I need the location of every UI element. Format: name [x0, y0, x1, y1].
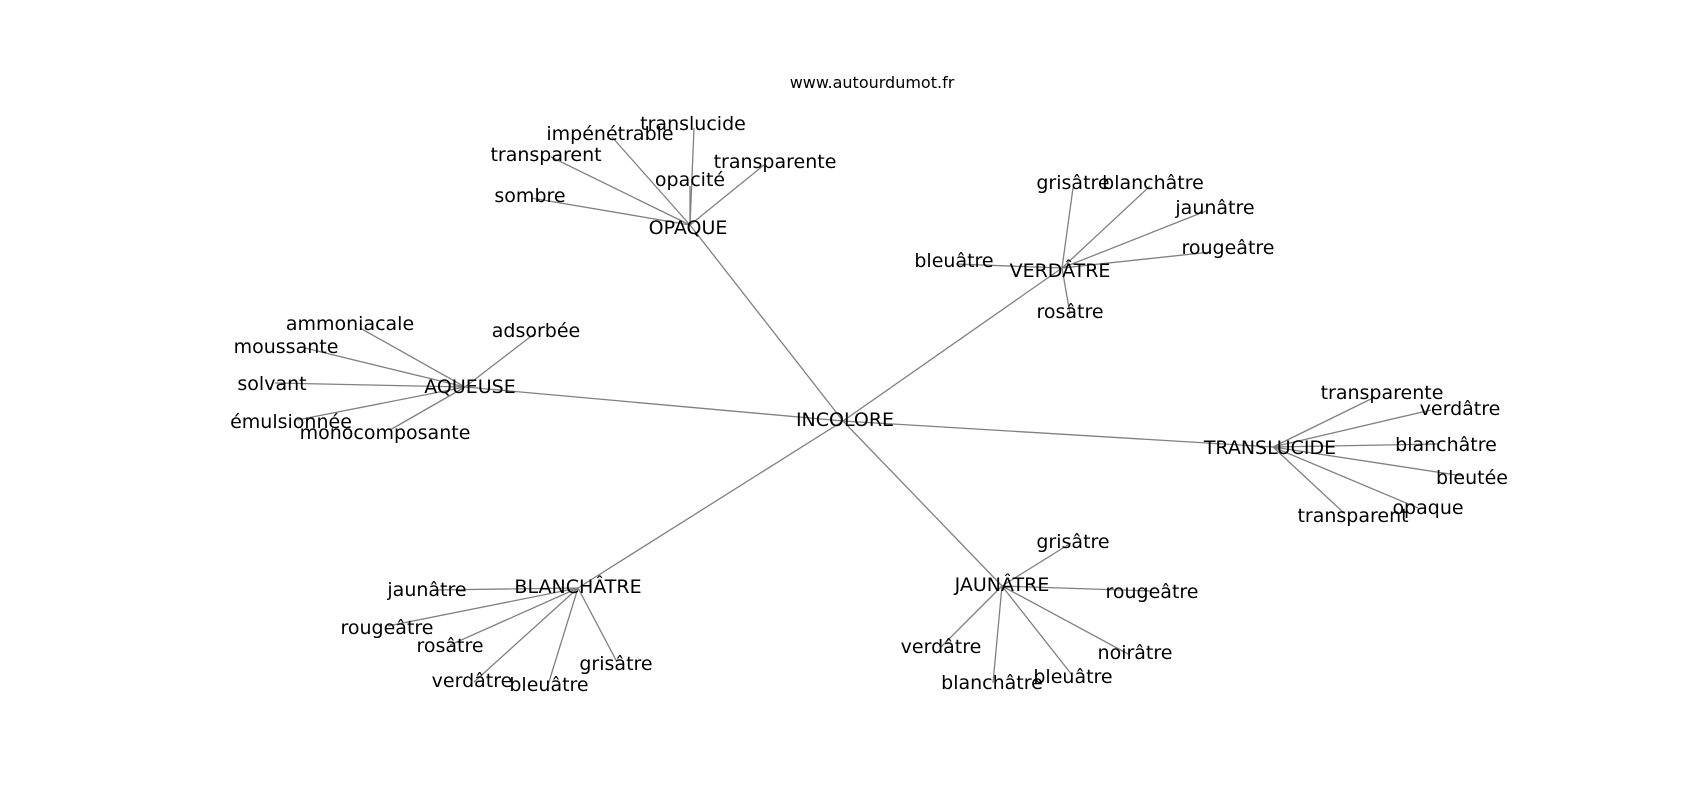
cluster-label: VERDÂTRE: [1010, 259, 1111, 282]
leaf-label: blanchâtre: [941, 672, 1043, 694]
leaf-label: émulsionnée: [230, 411, 352, 433]
graph-edge: [689, 127, 695, 226]
cluster-label: TRANSLUCIDE: [1203, 437, 1336, 459]
graph-edge: [689, 164, 765, 226]
graph-edge: [1001, 585, 1073, 676]
graph-edge: [473, 587, 579, 683]
graph-edge: [689, 224, 844, 422]
root-node-label: INCOLORE: [796, 409, 894, 431]
leaf-label: transparente: [1321, 382, 1444, 404]
leaf-label: rosâtre: [416, 635, 483, 657]
leaf-label: rosâtre: [1036, 301, 1103, 323]
leaf-label: solvant: [237, 373, 306, 395]
graph-edge: [1001, 585, 1131, 656]
graph-edge: [1001, 585, 1153, 592]
graph-edge: [611, 136, 691, 226]
graph-edge: [955, 263, 1063, 269]
graph-edge: [432, 587, 579, 591]
leaf-label: translucide: [640, 113, 746, 135]
cluster-label: JAUNÂTRE: [954, 573, 1050, 596]
graph-edge: [992, 585, 1003, 684]
graph-edge: [1272, 409, 1432, 448]
leaf-label: adsorbée: [492, 320, 580, 342]
leaf-label: transparent: [1297, 505, 1408, 527]
leaf-label: blanchâtre: [1102, 172, 1204, 194]
graph-edge: [464, 333, 535, 388]
graph-edge: [1001, 542, 1072, 587]
cluster-jaunatre: JAUNÂTRE grisâtre rougeâtre verdâtre bla…: [901, 531, 1199, 694]
cluster-label: OPAQUE: [649, 217, 728, 239]
graph-edge: [577, 587, 618, 663]
leaf-label: grisâtre: [579, 653, 652, 675]
graph-edge: [842, 267, 1063, 422]
leaf-label: moussante: [234, 336, 339, 358]
graph-edge: [1061, 187, 1074, 269]
graph-edge: [1061, 185, 1151, 269]
leaf-label: opaque: [1392, 497, 1463, 519]
cluster-label: AQUEUSE: [424, 376, 516, 398]
graph-edge: [1272, 443, 1439, 448]
graph-edge: [274, 382, 466, 388]
leaf-label: bleuâtre: [1033, 666, 1112, 688]
leaf-label: transparent: [490, 144, 601, 166]
cluster-aqueuse: AQUEUSE ammoniacale moussante solvant ém…: [230, 313, 580, 444]
cluster-translucide: TRANSLUCIDE transparente verdâtre blanch…: [1203, 382, 1508, 527]
cluster-verdatre: VERDÂTRE grisâtre blanchâtre jaunâtre ro…: [914, 172, 1274, 323]
cluster-opaque: OPAQUE sombre transparent impénétrable t…: [490, 113, 836, 239]
graph-edge: [389, 386, 466, 431]
graph-edge: [577, 420, 844, 589]
graph-edge: [1061, 267, 1071, 315]
cluster-label: BLANCHÂTRE: [514, 575, 641, 598]
graph-edge: [547, 587, 579, 686]
leaf-label: noirâtre: [1098, 642, 1173, 664]
graph-edge: [387, 587, 579, 627]
leaf-label: rougeâtre: [1182, 237, 1275, 259]
source-site-label: www.autourdumot.fr: [790, 73, 955, 92]
graph-edge: [1272, 446, 1346, 515]
leaf-label: ammoniacale: [286, 313, 414, 335]
leaf-label: rougeâtre: [341, 617, 434, 639]
graph-edge: [449, 587, 579, 646]
leaf-label: bleuâtre: [509, 674, 588, 696]
graph-edge: [359, 327, 466, 388]
leaf-label: bleuâtre: [914, 250, 993, 272]
graph-edge: [550, 156, 691, 226]
leaf-label: opacité: [655, 169, 725, 191]
graph-edge: [1272, 396, 1376, 448]
leaf-label: transparente: [714, 151, 837, 173]
graph-edge: [464, 386, 844, 422]
leaf-label: bleutée: [1436, 467, 1508, 489]
graph-edge: [842, 420, 1003, 587]
leaf-label: grisâtre: [1036, 172, 1109, 194]
graph-edge: [1272, 446, 1419, 509]
graph-edge: [304, 347, 466, 388]
leaf-label: verdâtre: [901, 636, 982, 658]
leaf-label: impénétrable: [546, 123, 673, 145]
edges-layer: [274, 127, 1464, 686]
leaf-label: jaunâtre: [386, 579, 466, 601]
graph-edge: [940, 585, 1003, 648]
leaf-label: grisâtre: [1036, 531, 1109, 553]
leaf-label: verdâtre: [1420, 398, 1501, 420]
leaf-label: blanchâtre: [1395, 434, 1497, 456]
leaf-label: jaunâtre: [1174, 197, 1254, 219]
cluster-blanchatre: BLANCHÂTRE jaunâtre rougeâtre rosâtre ve…: [341, 575, 653, 696]
leaf-label: verdâtre: [432, 670, 513, 692]
leaf-label: monocomposante: [300, 422, 471, 444]
leaf-label: sombre: [494, 185, 565, 207]
graph-edge: [1061, 251, 1212, 269]
leaf-label: rougeâtre: [1106, 581, 1199, 603]
graph-edge: [1061, 210, 1207, 269]
graph-edge: [1272, 446, 1464, 477]
graph-edge: [296, 386, 466, 421]
graph-edge: [530, 197, 691, 226]
graph-edge: [842, 420, 1274, 448]
